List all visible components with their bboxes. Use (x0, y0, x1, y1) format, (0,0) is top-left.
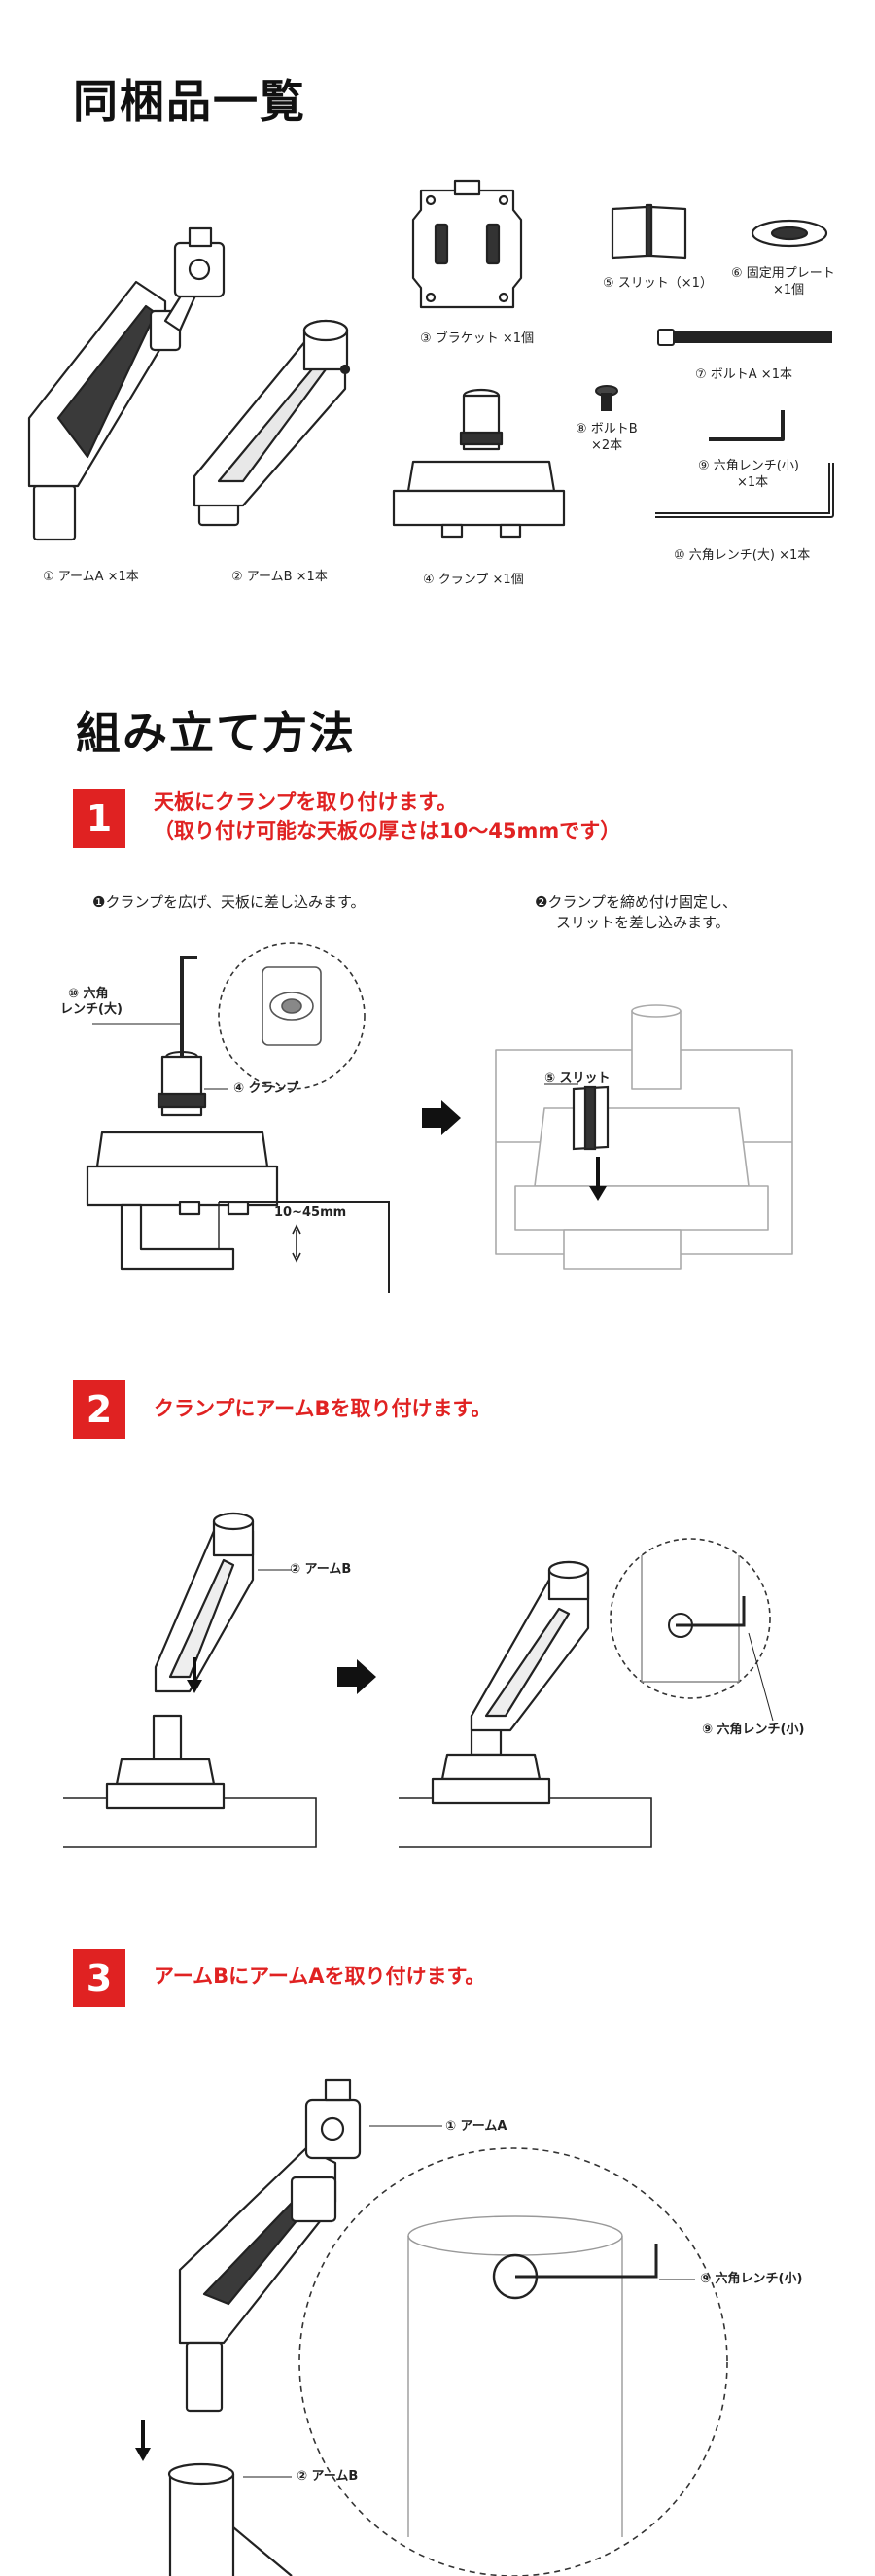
step-3-number: 3 (73, 1949, 125, 2007)
step-1-callout-wrench-1: ⑩ 六角 (68, 987, 109, 1001)
step-3-callout-arm-a: ① アームA (445, 2119, 508, 2134)
part-label-bolt-b-2: ×2本 (591, 438, 623, 453)
step-1-arrow-icon (422, 1100, 461, 1135)
part-label-clamp: ④ クランプ ×1個 (423, 573, 524, 587)
assembly-title: 組み立て方法 (76, 707, 356, 759)
step-1-title-2: （取り付け可能な天板の厚さは10〜45mmです） (154, 819, 621, 843)
part-label-bolt-b-1: ⑧ ボルトB (576, 422, 638, 436)
arm-b-illustration (192, 319, 351, 527)
step-3-callout-arm-b: ② アームB (297, 2469, 359, 2484)
step-1-callout-slit: ⑤ スリット (544, 1071, 611, 1086)
step-2-callout-wrench: ⑨ 六角レンチ(小) (702, 1723, 805, 1737)
bracket-illustration (411, 179, 523, 309)
arm-a-illustration (27, 226, 226, 541)
step-1-right-illustration (495, 1004, 793, 1270)
step-2-right-illustration (399, 1538, 774, 1848)
bolt-a-illustration (657, 329, 832, 346)
step-1-title-1: 天板にクランプを取り付けます。 (154, 790, 458, 814)
step-2-callout-arm-b: ② アームB (290, 1562, 352, 1577)
part-label-arm-b: ② アームB ×1本 (231, 570, 328, 584)
part-label-wrench-small-2: ×1本 (737, 475, 769, 490)
part-label-bolt-a: ⑦ ボルトA ×1本 (695, 367, 792, 382)
step-2-number: 2 (73, 1380, 125, 1439)
part-label-wrench-small-1: ⑨ 六角レンチ(小) (698, 459, 799, 473)
step-1-note-b-1: ❷クランプを締め付け固定し、 (535, 893, 737, 911)
part-label-wrench-large: ⑩ 六角レンチ(大) ×1本 (674, 548, 811, 563)
step-2-title: クランプにアームBを取り付けます。 (154, 1397, 492, 1420)
step-1-callout-wrench-2: レンチ(大) (60, 1002, 122, 1017)
step-1-left-illustration (86, 942, 390, 1293)
step-3-title: アームBにアームAを取り付けます。 (154, 1965, 486, 1988)
part-label-arm-a: ① アームA ×1本 (43, 570, 139, 584)
step-1-number: 1 (73, 789, 125, 848)
hex-wrench-large-illustration (655, 463, 834, 518)
step-3-callout-wrench: ⑨ 六角レンチ(小) (700, 2272, 803, 2286)
hex-wrench-small-illustration (709, 410, 785, 441)
contents-title: 同梱品一覧 (73, 75, 306, 127)
part-label-plate-1: ⑥ 固定用プレート (731, 266, 835, 281)
step-1-callout-clamp: ④ クランプ (233, 1081, 299, 1096)
step-3-illustration (135, 2078, 728, 2576)
clamp-illustration (392, 388, 566, 539)
step-1-note-a: ❶クランプを広げ、天板に差し込みます。 (92, 893, 366, 911)
part-label-slit: ⑤ スリット（×1） (603, 276, 713, 291)
bolt-b-illustration (595, 385, 618, 411)
step-1-note-b-2: スリットを差し込みます。 (556, 914, 730, 931)
step-2-left-illustration (63, 1512, 317, 1848)
step-1-thickness: 10~45mm (274, 1205, 347, 1220)
step-2-arrow-icon (337, 1659, 376, 1694)
plate-illustration (751, 219, 828, 248)
part-label-bracket: ③ ブラケット ×1個 (420, 331, 535, 346)
slit-illustration (611, 203, 687, 260)
part-label-plate-2: ×1個 (773, 283, 805, 297)
